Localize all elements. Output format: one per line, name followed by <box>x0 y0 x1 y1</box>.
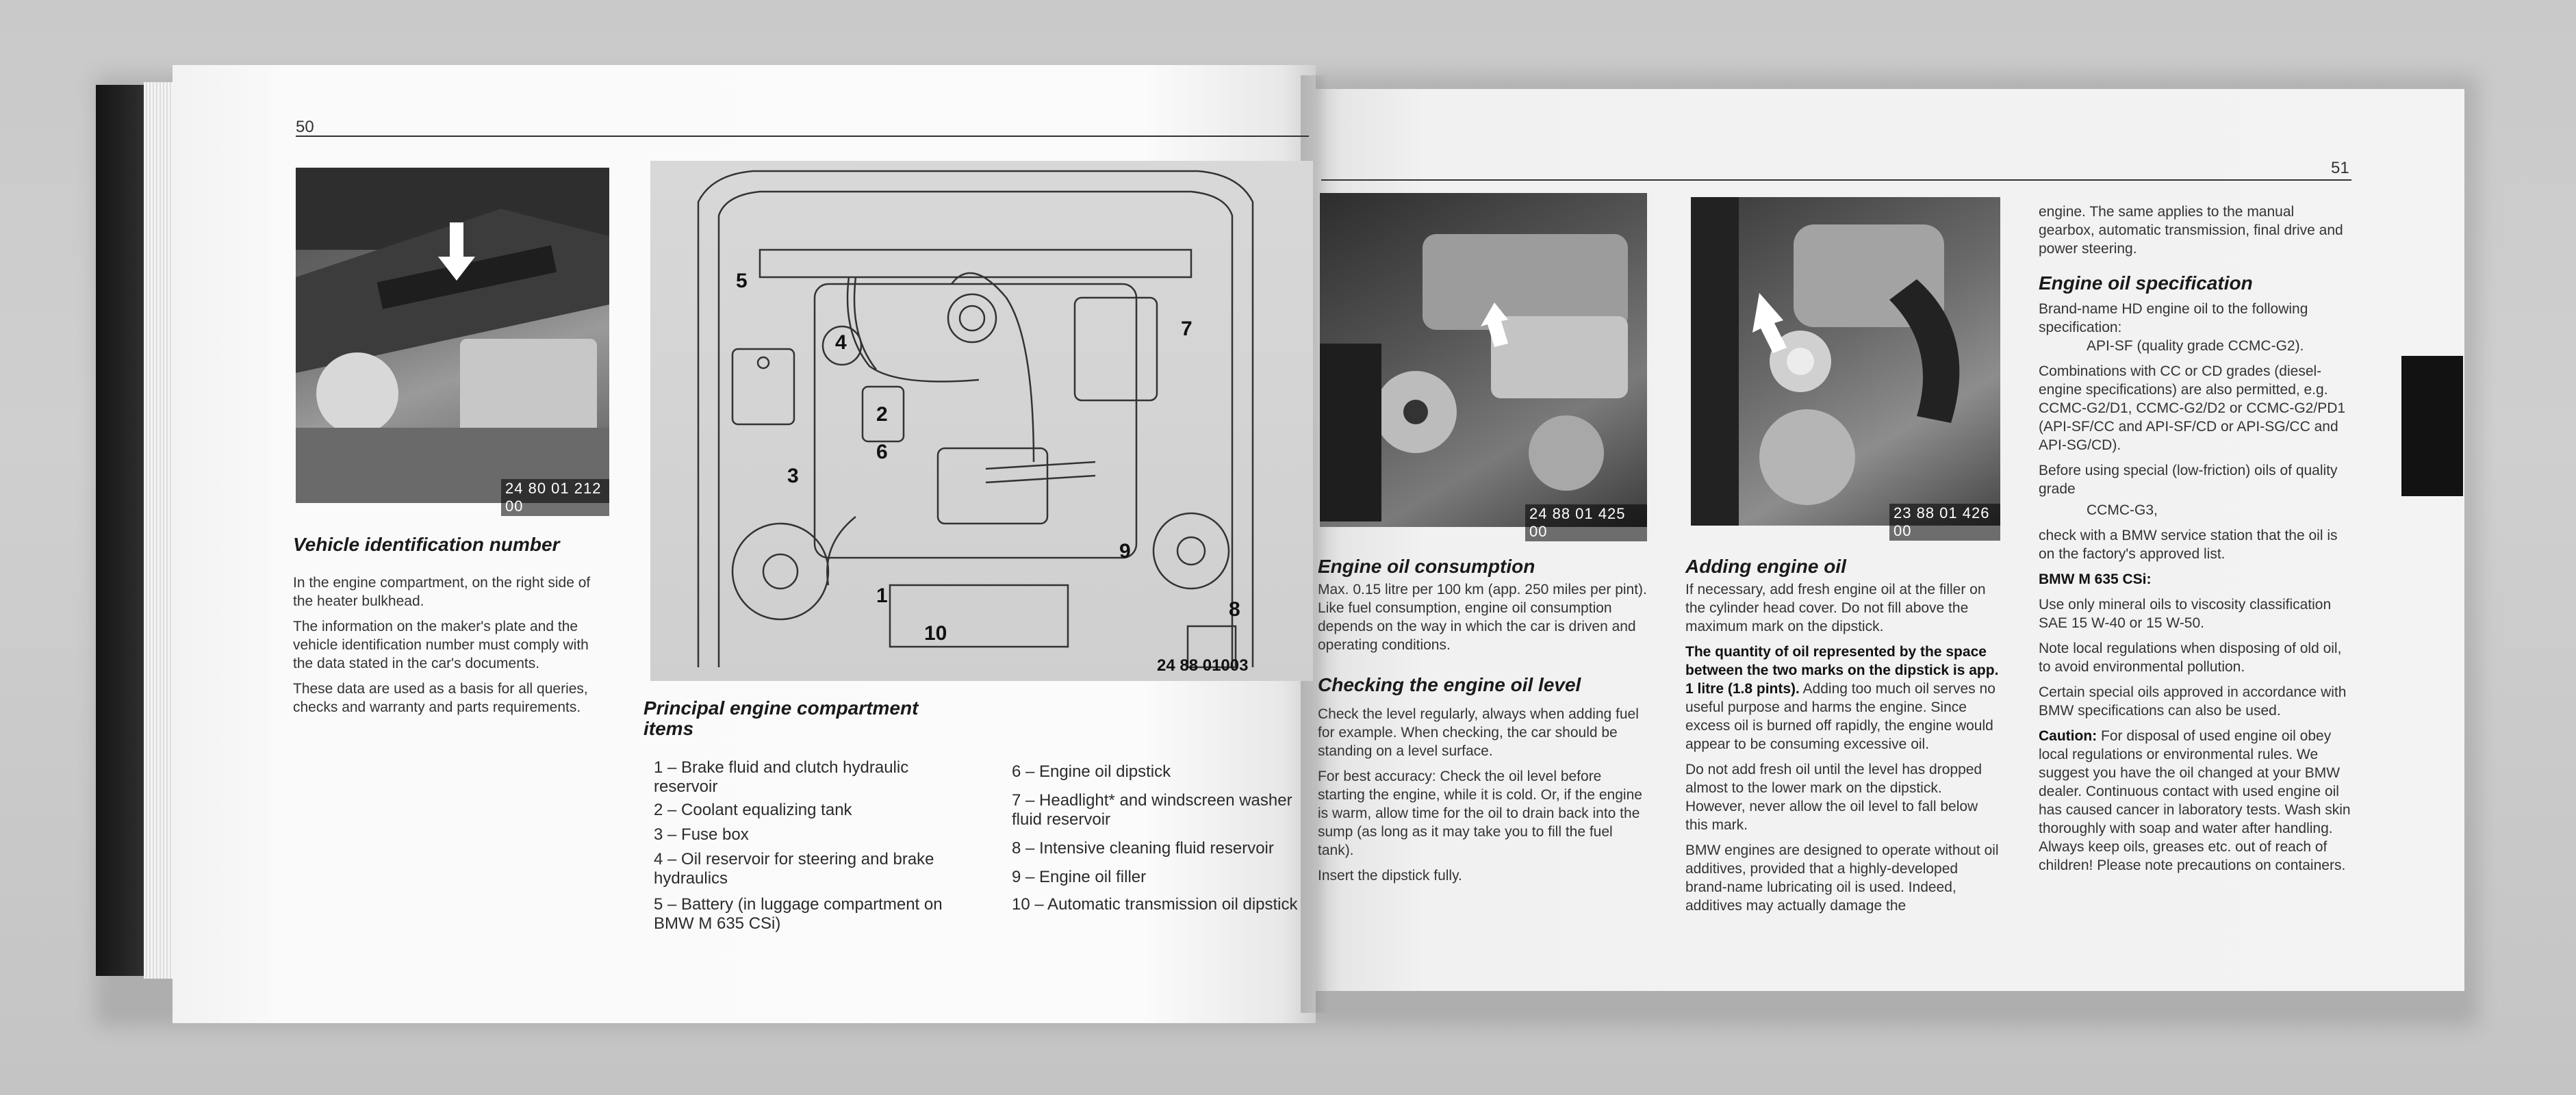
checking-heading: Checking the engine oil level <box>1318 674 1581 695</box>
arrow-icon <box>438 222 475 281</box>
item-6: 6 – Engine oil dipstick <box>1012 762 1171 781</box>
vin-heading: Vehicle identification number <box>293 534 560 555</box>
caution-text: For disposal of used engine oil obey loc… <box>2039 728 2351 873</box>
checking-text: Check the level regularly, always when a… <box>1318 705 1648 892</box>
callout-label: 3 <box>787 465 799 487</box>
col3-intro-paragraph: engine. The same applies to the manual g… <box>2039 204 2343 257</box>
oil-consumption-photo: 24 88 01 425 00 <box>1320 193 1647 541</box>
adding-paragraph: The quantity of oil represented by the s… <box>1685 643 2002 753</box>
callout-label: 1 <box>876 584 888 607</box>
spec-paragraph: Combinations with CC or CD grades (diese… <box>2039 363 2346 453</box>
callout-label: 10 <box>924 622 947 645</box>
thumb-index-tab <box>2401 356 2463 496</box>
adding-oil-photo: 23 88 01 426 00 <box>1691 197 2000 541</box>
vin-paragraph: The information on the maker's plate and… <box>293 619 589 671</box>
item-4: 4 – Oil reservoir for steering and brake… <box>654 850 934 888</box>
header-rule-left <box>296 136 1309 137</box>
adding-heading: Adding engine oil <box>1685 556 1846 577</box>
callout-label: 2 <box>876 403 888 426</box>
adding-paragraph: If necessary, add fresh engine oil at th… <box>1685 582 1986 634</box>
diagram-callouts: 5 4 2 6 3 1 7 9 8 10 <box>736 270 1240 645</box>
photo-code: 23 88 01 426 00 <box>1889 504 2000 541</box>
callout-label: 8 <box>1229 598 1240 621</box>
checking-paragraph: Insert the dipstick fully. <box>1318 868 1462 884</box>
engine-compartment-diagram: 5 4 2 6 3 1 7 9 8 10 24 88 01003 <box>650 161 1313 681</box>
arrow-icon <box>1481 302 1508 347</box>
adding-emphasis: The quantity of oil represented by the s… <box>1685 644 1999 697</box>
callout-label: 9 <box>1119 540 1131 563</box>
header-rule-right <box>1321 179 2351 181</box>
spec-heading: Engine oil specification <box>2039 272 2253 294</box>
m635-heading: BMW M 635 CSi: <box>2039 571 2152 587</box>
engine-photo-art <box>1320 234 1628 521</box>
m635-paragraph: Note local regulations when disposing of… <box>2039 641 2342 675</box>
spec-paragraph: Before using special (low-friction) oils… <box>2039 463 2338 497</box>
m635-paragraph: Use only mineral oils to viscosity class… <box>2039 597 2332 631</box>
spec-text: Brand-name HD engine oil to the followin… <box>2039 300 2354 881</box>
arrow-icon <box>1752 293 1787 353</box>
page-number-left: 50 <box>296 118 314 136</box>
spec-paragraph-indent: CCMC-G3, <box>2087 502 2158 518</box>
item-8: 8 – Intensive cleaning fluid reservoir <box>1012 839 1274 858</box>
item-5: 5 – Battery (in luggage compartment on B… <box>654 895 943 933</box>
checking-paragraph: For best accuracy: Check the oil level b… <box>1318 769 1642 858</box>
engine-diagram-drawing: 5 4 2 6 3 1 7 9 8 10 24 88 01003 <box>697 170 1254 675</box>
engine-bay-photo-art <box>296 168 609 503</box>
diagram-code: 24 88 01003 <box>1157 656 1248 675</box>
caution-paragraph: Caution: For disposal of used engine oil… <box>2039 727 2354 875</box>
item-1: 1 – Brake fluid and clutch hydraulic res… <box>654 758 909 796</box>
caution-label: Caution: <box>2039 728 2097 744</box>
adding-text-rest: Adding too much oil serves no useful pur… <box>1685 681 1995 752</box>
item-3: 3 – Fuse box <box>654 825 749 844</box>
checking-paragraph: Check the level regularly, always when a… <box>1318 706 1639 759</box>
spec-paragraph: check with a BMW service station that th… <box>2039 528 2338 562</box>
item-2: 2 – Coolant equalizing tank <box>654 801 852 819</box>
page-number-right: 51 <box>2331 159 2349 177</box>
m635-paragraph: Certain special oils approved in accorda… <box>2039 684 2347 719</box>
vin-paragraph: In the engine compartment, on the right … <box>293 575 591 609</box>
photo-code: 24 80 01 212 00 <box>501 479 609 516</box>
vin-paragraph: These data are used as a basis for all q… <box>293 681 588 715</box>
spec-paragraph: Brand-name HD engine oil to the followin… <box>2039 301 2308 335</box>
adding-paragraph: BMW engines are designed to operate with… <box>1685 842 1999 914</box>
adding-text: If necessary, add fresh engine oil at th… <box>1685 580 2002 922</box>
callout-label: 4 <box>835 331 847 354</box>
vin-photo: 24 80 01 212 00 <box>296 168 609 516</box>
item-10: 10 – Automatic transmission oil dipstick <box>1012 895 1298 914</box>
callout-label: 5 <box>736 270 748 292</box>
consumption-text: Max. 0.15 litre per 100 km (app. 250 mil… <box>1318 580 1648 661</box>
photo-code: 24 88 01 425 00 <box>1525 504 1647 541</box>
vin-text: In the engine compartment, on the right … <box>293 574 607 723</box>
engine-photo-art <box>1691 197 1960 526</box>
callout-label: 6 <box>876 441 888 463</box>
item-7: 7 – Headlight* and windscreen washer flu… <box>1012 791 1292 829</box>
consumption-paragraph: Max. 0.15 litre per 100 km (app. 250 mil… <box>1318 582 1647 653</box>
callout-label: 7 <box>1181 318 1193 340</box>
consumption-heading: Engine oil consumption <box>1318 556 1535 577</box>
col3-intro: engine. The same applies to the manual g… <box>2039 203 2354 265</box>
item-9: 9 – Engine oil filler <box>1012 868 1147 886</box>
items-heading: Principal engine compartment items <box>643 697 919 739</box>
adding-paragraph: Do not add fresh oil until the level has… <box>1685 762 1982 833</box>
spec-paragraph-indent: API-SF (quality grade CCMC-G2). <box>2087 338 2304 354</box>
